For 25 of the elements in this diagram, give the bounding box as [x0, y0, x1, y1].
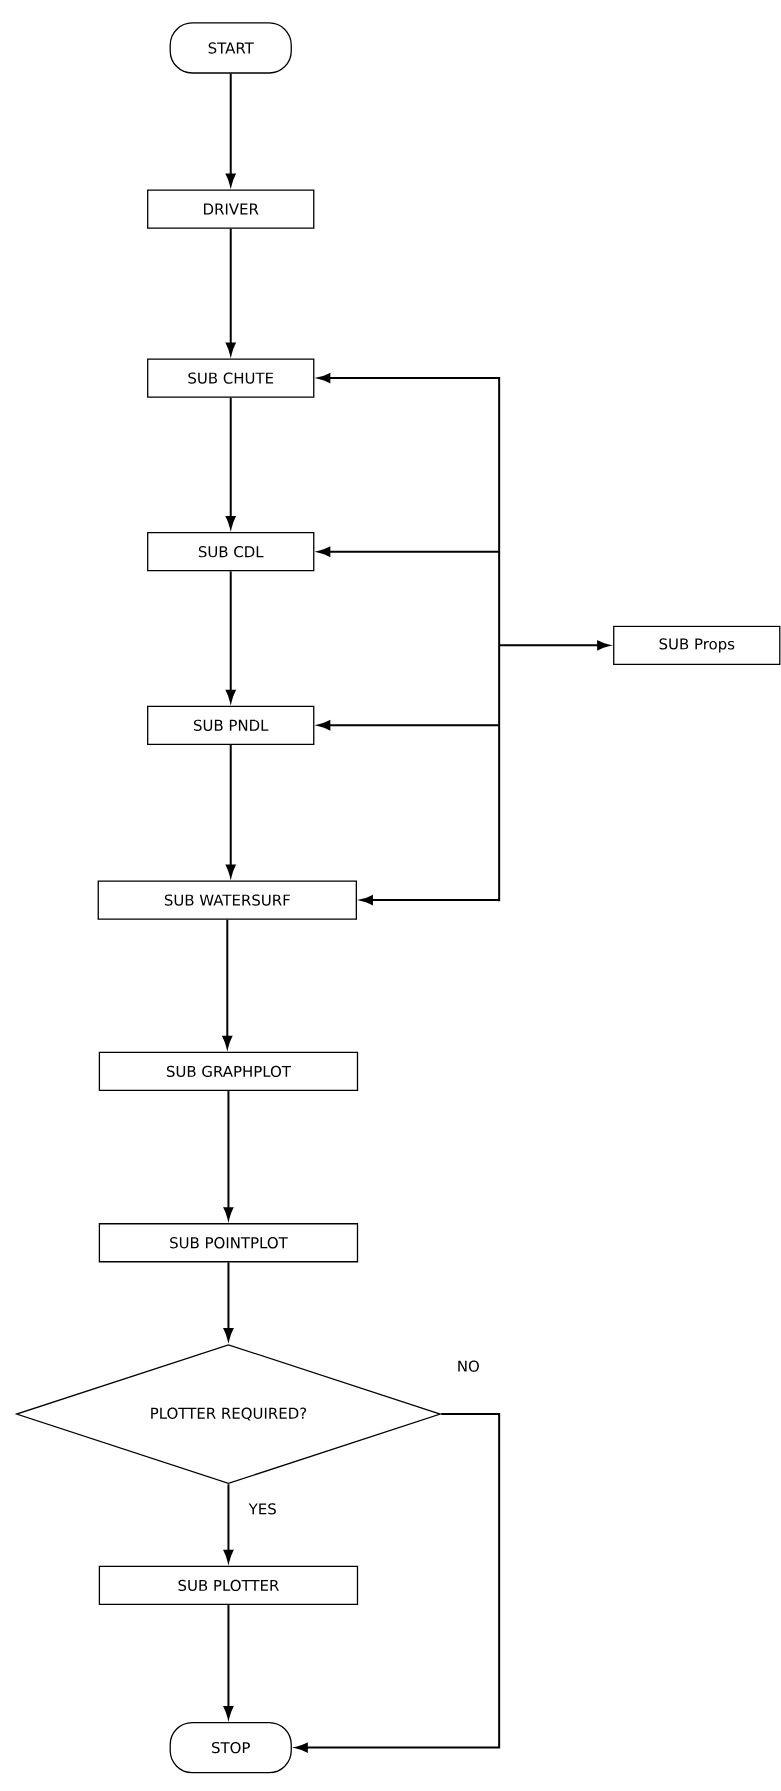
arrow — [317, 720, 501, 731]
arrow — [498, 640, 610, 651]
arrow — [223, 1483, 234, 1563]
process-box: SUB CHUTE — [146, 358, 315, 398]
edge-label: NO — [455, 1359, 481, 1373]
edge-label: YES — [247, 1502, 278, 1516]
arrow — [225, 396, 236, 529]
process-box: SUB GRAPHPLOT — [98, 1051, 358, 1092]
process-box: SUB POINTPLOT — [98, 1223, 358, 1263]
process-box: SUB PLOTTER — [98, 1565, 358, 1606]
terminal-box: START — [169, 22, 292, 74]
arrow — [317, 373, 501, 383]
arrow — [223, 1261, 234, 1341]
terminal-box: STOP — [169, 1721, 292, 1774]
connector-line — [498, 375, 501, 903]
process-box: SUB Props — [612, 625, 781, 665]
process-box: SUB WATERSURF — [97, 880, 357, 920]
arrow — [225, 72, 236, 186]
process-box: DRIVER — [146, 189, 315, 229]
arrow — [222, 918, 232, 1049]
arrow — [360, 895, 501, 905]
process-box: SUB CDL — [146, 532, 315, 572]
process-box: SUB PNDL — [146, 705, 315, 745]
arrow — [317, 546, 501, 557]
arrow — [225, 570, 236, 703]
